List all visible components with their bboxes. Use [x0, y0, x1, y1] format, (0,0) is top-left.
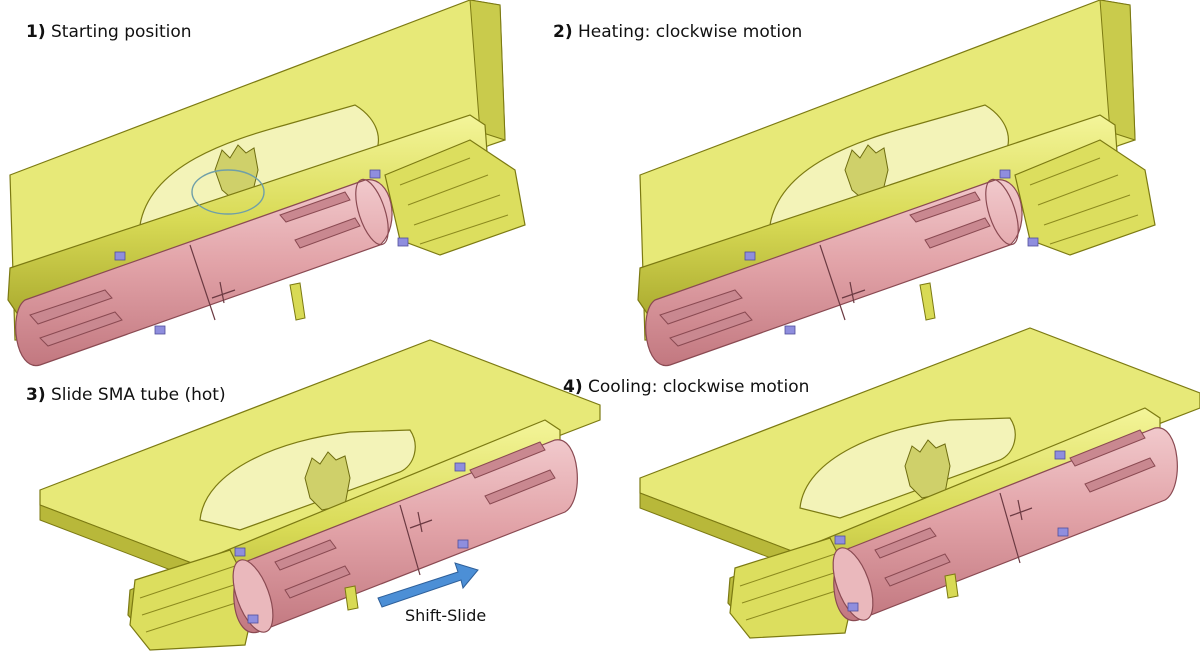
step-2-caption: 2) Heating: clockwise motion — [553, 22, 802, 42]
step-4-number: 4) — [563, 377, 583, 397]
step-2-label: Heating: clockwise motion — [578, 22, 803, 42]
panel-3-mechanism — [39, 339, 601, 651]
step-1-label: Starting position — [51, 22, 192, 42]
step-3-number: 3) — [26, 385, 46, 405]
panel-4-mechanism — [639, 327, 1200, 639]
step-1-caption: 1) Starting position — [26, 22, 192, 42]
panel-2-mechanism — [637, 0, 1156, 367]
step-1-number: 1) — [26, 22, 46, 42]
step-3-label: Slide SMA tube (hot) — [51, 385, 226, 405]
step-4-label: Cooling: clockwise motion — [588, 377, 810, 397]
highlight-ring — [191, 169, 265, 215]
shift-slide-label: Shift-Slide — [405, 606, 487, 625]
step-2-number: 2) — [553, 22, 573, 42]
step-3-caption: 3) Slide SMA tube (hot) — [26, 385, 226, 405]
step-4-caption: 4) Cooling: clockwise motion — [563, 377, 809, 397]
shift-slide-arrow — [377, 562, 479, 608]
panel-1-mechanism — [7, 0, 526, 367]
